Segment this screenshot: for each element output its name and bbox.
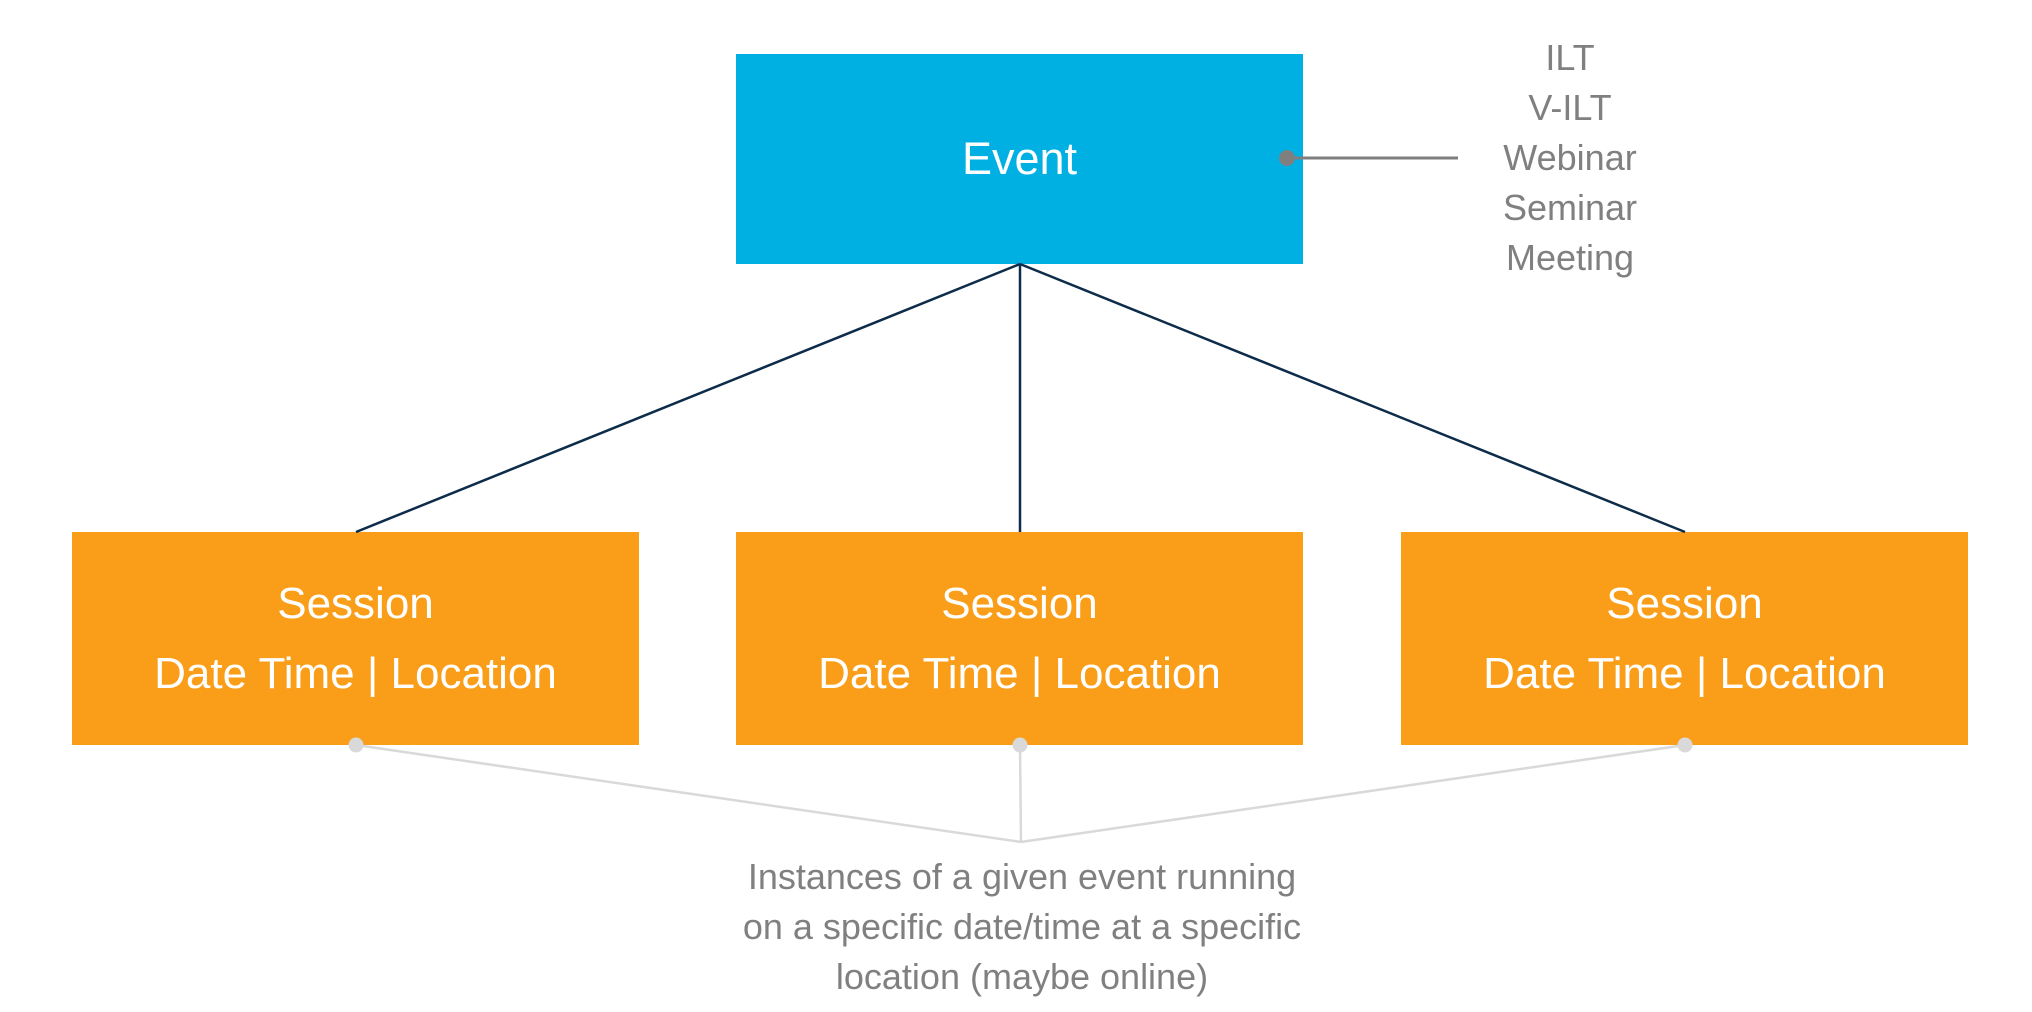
session-box-1-subtitle: Date Time | Location [154, 648, 557, 698]
session-box-2: Session Date Time | Location [736, 532, 1303, 745]
event-type-item-meeting: Meeting [1505, 237, 1635, 278]
session-box-2-subtitle: Date Time | Location [818, 648, 1221, 698]
session-annotation-line-3: location (maybe online) [835, 956, 1209, 997]
event-type-list: ILT V-ILT Webinar Seminar Meeting [1430, 33, 1710, 283]
session-annotation-line-1: Instances of a given event running [747, 856, 1297, 897]
session-annotation-connector-1 [355, 743, 1022, 844]
session-annotation-connector-2 [1018, 744, 1023, 843]
session-box-2-title: Session [941, 578, 1098, 628]
event-type-item-ilt: ILT [1545, 37, 1595, 78]
session-box-3-title: Session [1606, 578, 1763, 628]
event-type-item-v-ilt: V-ILT [1528, 87, 1612, 128]
session-box-3-subtitle: Date Time | Location [1483, 648, 1886, 698]
session-annotation: Instances of a given event running on a … [622, 852, 1422, 1002]
connector-event-to-session-1 [355, 262, 1021, 534]
session-box-1: Session Date Time | Location [72, 532, 639, 745]
event-type-item-webinar: Webinar [1503, 137, 1637, 178]
event-box-label: Event [961, 133, 1078, 184]
event-type-item-seminar: Seminar [1502, 187, 1638, 228]
event-box: Event [736, 54, 1303, 264]
session-annotation-line-2: on a specific date/time at a specific [742, 906, 1302, 947]
session-annotation-connector-3 [1020, 743, 1686, 844]
session-box-3: Session Date Time | Location [1401, 532, 1968, 745]
connector-event-to-session-3 [1019, 262, 1686, 534]
session-box-1-title: Session [277, 578, 434, 628]
